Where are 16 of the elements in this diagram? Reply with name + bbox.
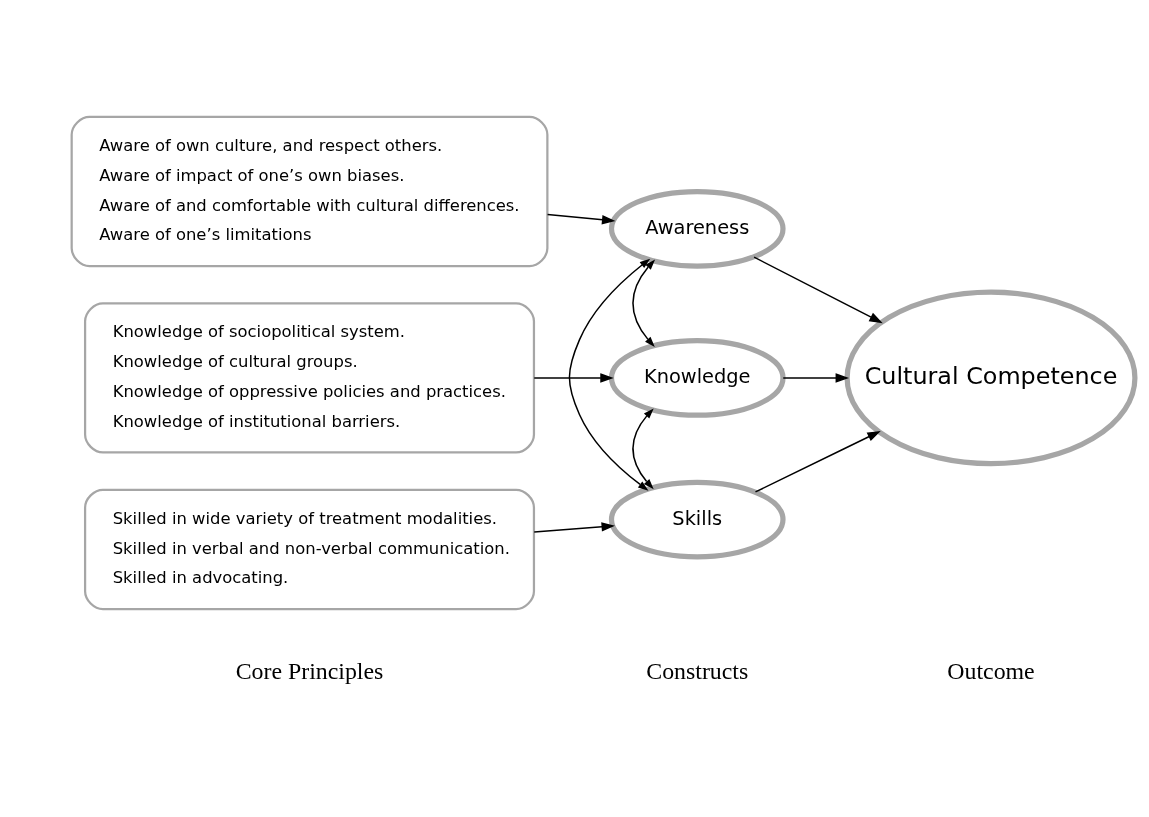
arrow (632, 259, 656, 347)
arrow (782, 373, 849, 383)
arrow (632, 408, 654, 490)
label: Constructs (646, 657, 749, 684)
arrow (753, 256, 883, 324)
arrow (754, 430, 881, 493)
node-box: Skilled in wide variety of treatment modalities. Skilled in verbal and non-verbal communication. Skilled in advocating. (83, 488, 536, 611)
node-box: Aware of own culture, and respect others. Aware of impact of one’s own biases. Aware of and comfortable with cultural differences. Aware of one’s limitations (70, 115, 549, 268)
label: Outcome (947, 657, 1035, 684)
arrow (568, 258, 651, 491)
arrow (533, 522, 615, 533)
arrow (533, 373, 614, 383)
label: Core Principles (235, 657, 384, 684)
node-ellipse: Cultural Competence (844, 289, 1138, 467)
node-box: Knowledge of sociopolitical system. Knowledge of cultural groups. Knowledge of oppressive policies and practices. Knowledge of institutional barriers. (83, 302, 536, 454)
arrow (546, 213, 616, 225)
